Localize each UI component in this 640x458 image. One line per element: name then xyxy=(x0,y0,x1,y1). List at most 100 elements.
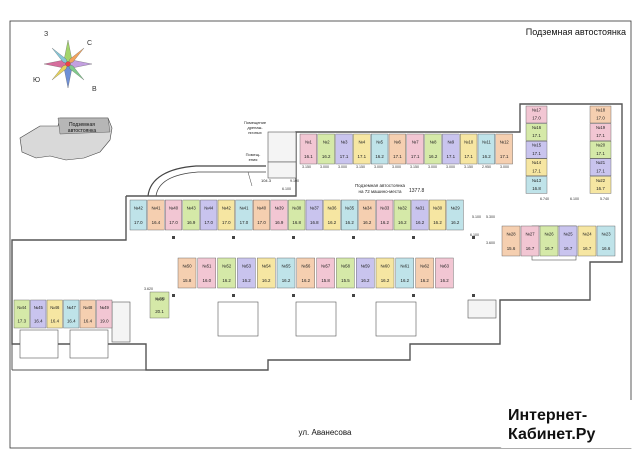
parking-space: №35 16.2 xyxy=(341,199,359,231)
parking-space-fill xyxy=(317,133,335,165)
parking-space-number: №30 xyxy=(433,206,443,211)
parking-space-fill xyxy=(323,199,341,231)
parking-space-area: 16.2 xyxy=(345,220,354,225)
parking-space-area: 17.1 xyxy=(358,154,367,159)
parking-space-number: №4 xyxy=(358,140,365,145)
parking-space-area: 16.7 xyxy=(526,246,535,251)
parking-space-area: 17.0 xyxy=(257,220,266,225)
parking-space-number: №14 xyxy=(532,160,542,165)
parking-space-number: №41 xyxy=(151,206,161,211)
parking-space-number: №47 xyxy=(67,305,77,310)
parking-space-area: 16.9 xyxy=(275,220,284,225)
parking-space-number: №11 xyxy=(482,140,492,145)
watermark-line2: Кабинет.Ру xyxy=(508,426,596,443)
parking-space-area: 17.1 xyxy=(411,154,420,159)
parking-space-number: №22 xyxy=(596,178,606,183)
parking-space: №22 16.7 xyxy=(589,176,612,194)
parking-space-area: 17.1 xyxy=(393,154,402,159)
dimension-label: 3.150 xyxy=(356,165,365,169)
parking-space-number: №21 xyxy=(596,160,606,165)
dimension-label: 3.000 xyxy=(320,165,329,169)
parking-space-number: №34 xyxy=(363,206,373,211)
service-room-4 xyxy=(111,301,131,343)
parking-space-fill xyxy=(446,199,464,231)
parking-space-area: 19.0 xyxy=(100,318,109,323)
parking-space-number: №2 xyxy=(323,140,330,145)
parking-space-number: №19 xyxy=(596,125,606,130)
dimension-label: 3.150 xyxy=(302,165,311,169)
parking-space-fill xyxy=(164,199,182,231)
watermark: Интернет- Кабинет.Ру xyxy=(500,400,640,448)
dimension-label: 3.150 xyxy=(410,165,419,169)
parking-space-area: 16.2 xyxy=(282,278,291,283)
parking-space-area: 16.7 xyxy=(596,186,605,191)
parking-space-fill xyxy=(525,140,548,159)
parking-space-number: №58 xyxy=(341,264,351,269)
parking-space-area: 16.2 xyxy=(375,154,384,159)
parking-space-fill xyxy=(147,199,165,231)
parking-space-area: 17.1 xyxy=(500,154,509,159)
parking-space-fill xyxy=(589,176,612,194)
parking-space-fill xyxy=(252,199,270,231)
key-plan-highlight xyxy=(57,117,111,135)
parking-space-area: 17.1 xyxy=(596,133,605,138)
parking-space-fill xyxy=(415,257,434,289)
compass-west: З xyxy=(44,31,49,38)
parking-space-number: №35 xyxy=(345,206,355,211)
parking-space: №6 17.1 xyxy=(388,133,406,165)
parking-space-area: 17.0 xyxy=(169,220,178,225)
pump-room-label: Помещение дренаж- ничных xyxy=(240,120,270,135)
parking-space-fill xyxy=(217,199,235,231)
parking-space-number: №39 xyxy=(275,206,285,211)
parking-space-fill xyxy=(336,257,355,289)
parking-space-fill xyxy=(558,225,578,257)
parking-space-number: №51 xyxy=(202,264,212,269)
parking-space-number: №25 xyxy=(563,232,573,237)
parking-space-fill xyxy=(316,257,335,289)
parking-space-number: №42 xyxy=(222,206,232,211)
parking-space-area: 16.2 xyxy=(420,278,429,283)
parking-space-number: №48 xyxy=(83,305,93,310)
parking-space-number: №9 xyxy=(447,140,454,145)
hall-label-line1: Подземная автостоянка xyxy=(354,183,406,188)
parking-space-fill xyxy=(525,105,548,124)
parking-space-fill xyxy=(525,158,548,177)
parking-space-area: 15.5 xyxy=(341,278,350,283)
parking-space-number: №6 xyxy=(394,140,401,145)
parking-space-area: 16.2 xyxy=(222,278,231,283)
parking-space-area: 16.2 xyxy=(401,278,410,283)
dimension-label: 6.100 xyxy=(470,233,479,237)
parking-space-fill xyxy=(129,199,147,231)
parking-space-area: 15.6 xyxy=(507,246,516,251)
parking-space-fill xyxy=(525,176,548,194)
dimension-label: 6.190 xyxy=(156,297,165,301)
parking-space-number: №24 xyxy=(582,232,592,237)
parking-space-number: №60 xyxy=(380,264,390,269)
parking-space-area: 17.0 xyxy=(532,116,541,121)
parking-space-fill xyxy=(520,225,540,257)
parking-space-number: №56 xyxy=(301,264,311,269)
parking-space-area: 17.1 xyxy=(340,154,349,159)
parking-space-area: 17.1 xyxy=(464,154,473,159)
parking-space-number: №23 xyxy=(601,232,611,237)
parking-space-area: 16.2 xyxy=(380,220,389,225)
parking-space-area: 16.7 xyxy=(545,246,554,251)
parking-space-number: №20 xyxy=(596,143,606,148)
